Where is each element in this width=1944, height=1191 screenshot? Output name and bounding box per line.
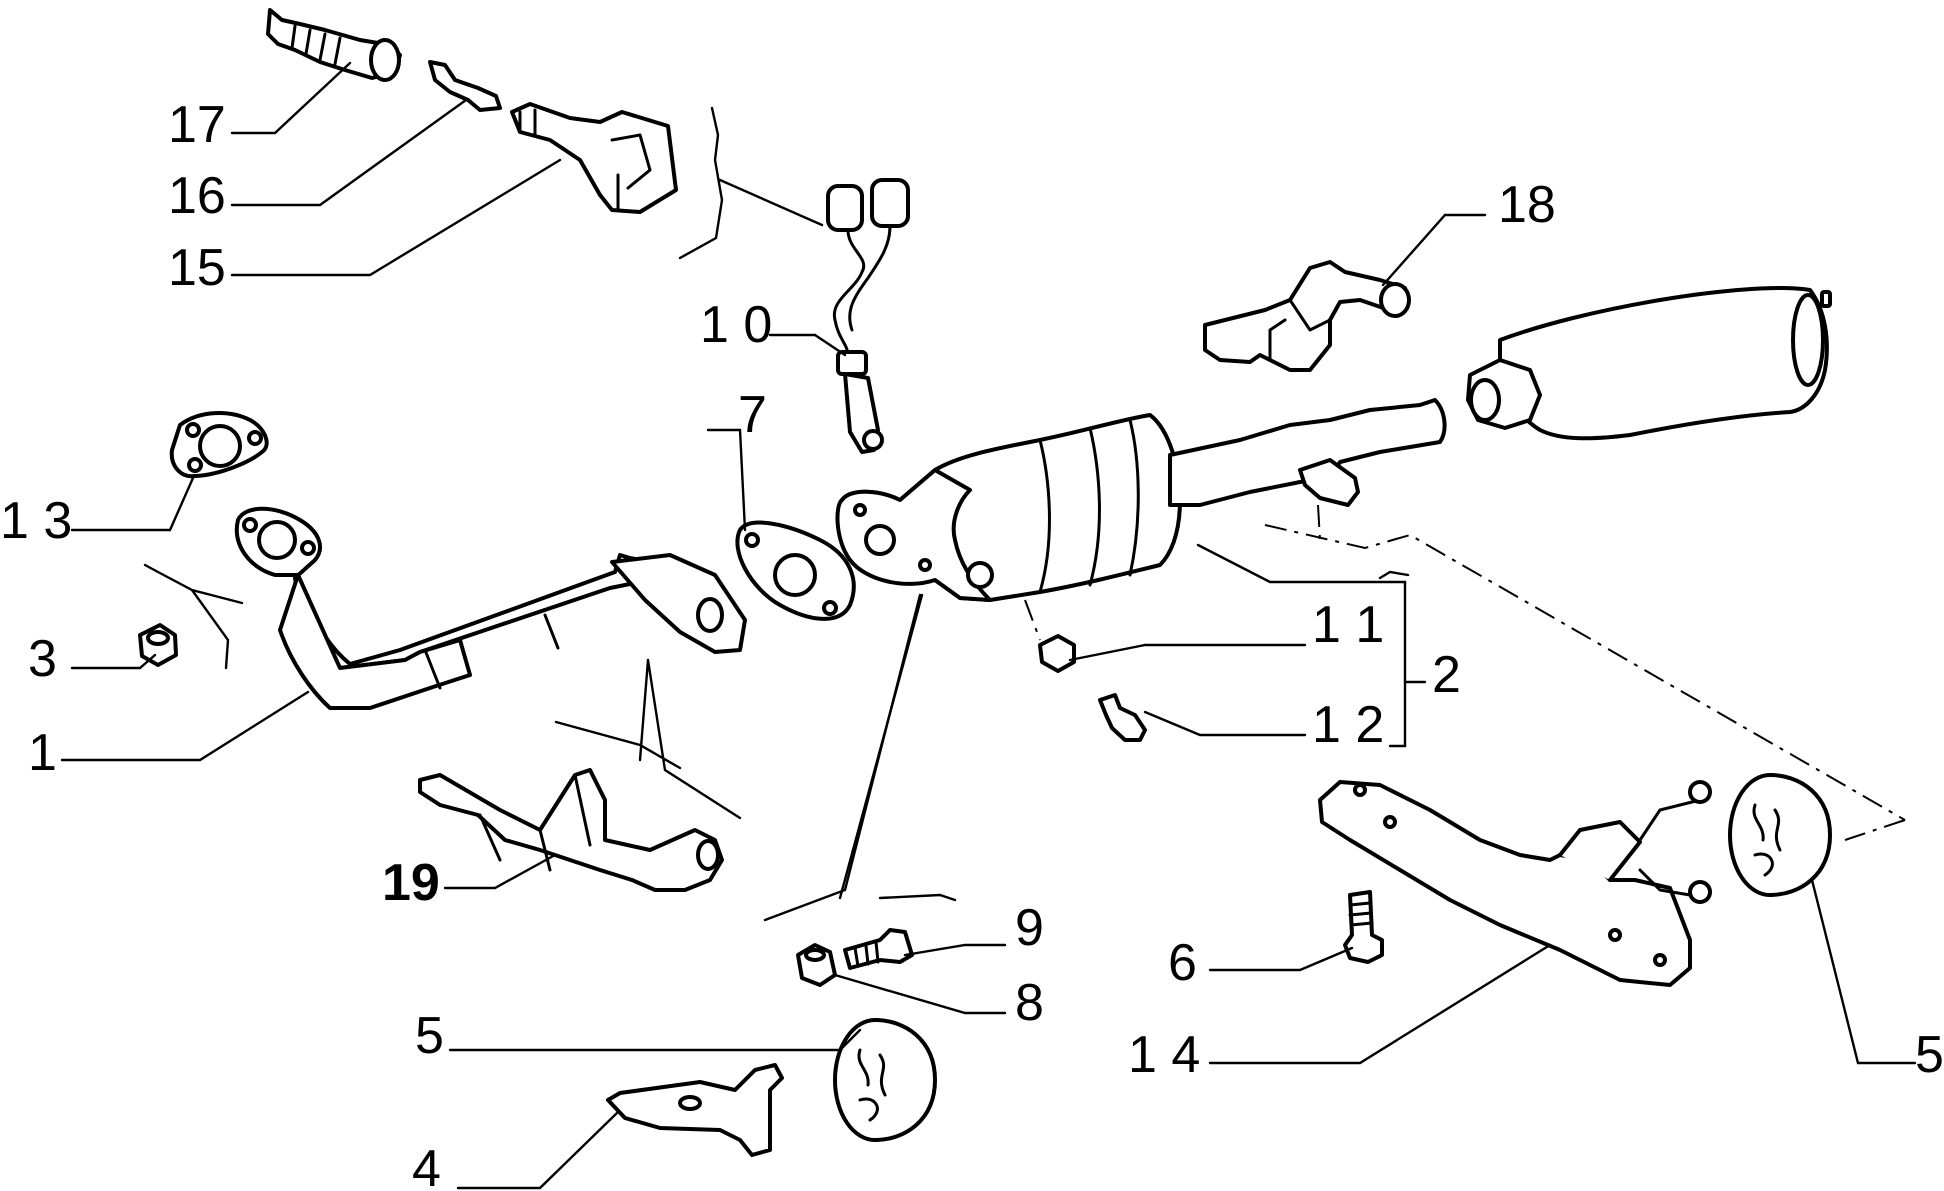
part-15-connector <box>510 102 678 214</box>
part-11-nut <box>1038 634 1076 673</box>
callout-10: 1 0 <box>700 296 772 354</box>
part-5-rubber-mount-right <box>1728 773 1832 897</box>
callout-5-right: 5 <box>1915 1026 1944 1084</box>
callout-18: 18 <box>1498 176 1556 234</box>
part-6-bolt <box>1343 890 1384 964</box>
part-10-oxygen-sensor <box>826 178 910 454</box>
callout-15: 15 <box>168 239 226 297</box>
part-7-gasket <box>735 520 856 621</box>
part-18-hanger-bracket <box>1203 260 1411 372</box>
callout-11: 1 1 <box>1312 596 1384 654</box>
rear-silencer <box>1466 286 1832 441</box>
leader-lines <box>60 61 1917 1190</box>
part-4-bracket <box>606 1063 784 1157</box>
callout-14: 1 4 <box>1128 1026 1200 1084</box>
part-3-nut <box>138 623 178 667</box>
part-9-bolt <box>843 928 914 970</box>
callout-19: 19 <box>382 854 440 912</box>
part-5-rubber-mount-left <box>833 1018 937 1142</box>
part-16-clip <box>428 60 502 112</box>
callout-17: 17 <box>168 96 226 154</box>
callout-1: 1 <box>28 724 57 782</box>
part-14-crossmember <box>1318 780 1712 987</box>
callout-9: 9 <box>1015 899 1044 957</box>
part-12-bolt <box>1098 693 1147 742</box>
callout-labels: 17 16 15 18 1 0 7 1 3 3 1 1 1 2 1 2 19 9… <box>0 96 1944 1191</box>
callout-16: 16 <box>168 167 226 225</box>
part-1-front-pipe <box>234 506 747 710</box>
part-19-heat-shield-bracket <box>418 768 724 892</box>
assembly-grouping-lines <box>143 106 1906 922</box>
callout-12: 1 2 <box>1312 696 1384 754</box>
callout-6: 6 <box>1168 934 1197 992</box>
callout-7: 7 <box>738 386 767 444</box>
callout-3: 3 <box>28 630 57 688</box>
part-2-catalytic-converter <box>835 398 1447 602</box>
callout-13: 1 3 <box>0 492 72 550</box>
callout-4: 4 <box>412 1140 441 1191</box>
callout-2: 2 <box>1432 646 1461 704</box>
part-13-flange-gasket <box>169 411 269 479</box>
part-17-rubber-boot <box>266 8 402 82</box>
callout-5-left: 5 <box>415 1007 444 1065</box>
callout-8: 8 <box>1015 974 1044 1032</box>
part-8-nut <box>796 943 837 987</box>
